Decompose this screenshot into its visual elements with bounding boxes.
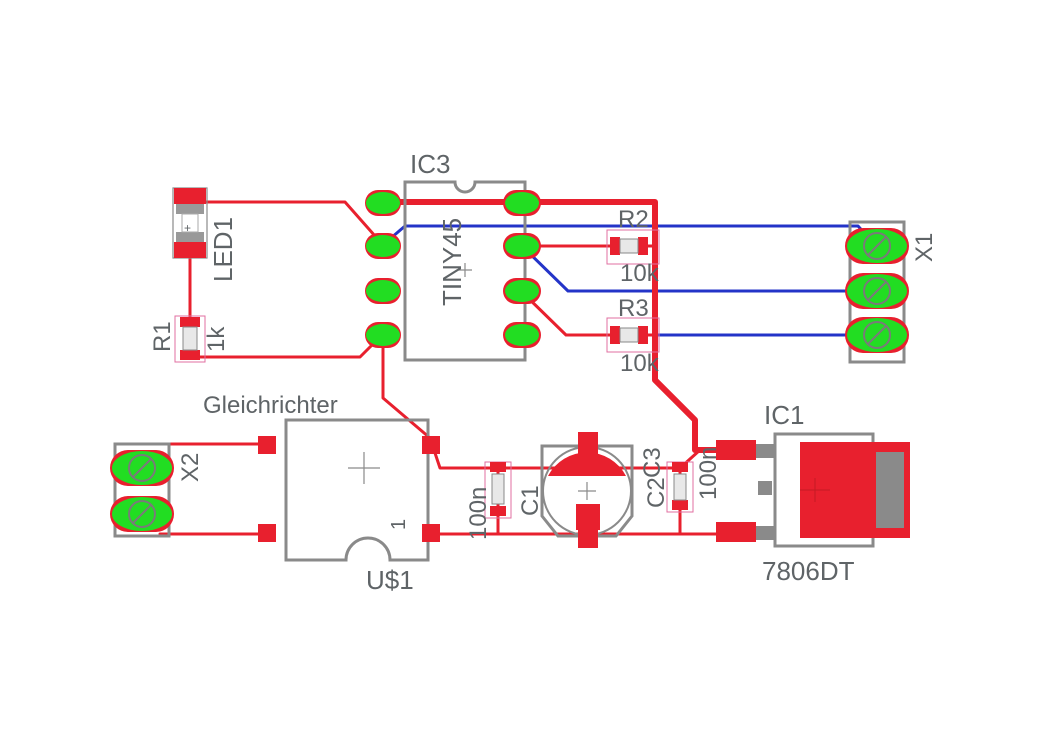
c3: C3 bbox=[540, 432, 666, 548]
r2-value: 10k bbox=[620, 260, 660, 287]
ic1-regulator: IC1 7806DT bbox=[716, 400, 910, 586]
r2-label: R2 bbox=[618, 206, 649, 233]
ic3: IC3 TINY45 bbox=[365, 149, 541, 362]
c2-label: C2 bbox=[643, 477, 670, 508]
x1-label: X1 bbox=[911, 233, 938, 262]
r3: R3 10k bbox=[606, 295, 660, 377]
ic3-value: TINY45 bbox=[437, 218, 467, 306]
rectifier-label: Gleichrichter bbox=[203, 392, 338, 419]
x2-label: X2 bbox=[177, 453, 204, 482]
ic3-pads bbox=[365, 190, 541, 348]
ic3-label: IC3 bbox=[410, 149, 450, 179]
r2: R2 10k bbox=[606, 206, 660, 287]
rectifier-pin1-mark: 1 bbox=[388, 519, 410, 530]
c1-label: C1 bbox=[517, 485, 544, 516]
ic1-label: IC1 bbox=[764, 400, 804, 430]
rectifier-u1: Gleichrichter U$1 1 bbox=[203, 392, 440, 595]
c3-label: C3 bbox=[639, 447, 666, 478]
c1-value: 100n bbox=[465, 487, 492, 540]
c1: 100n C1 bbox=[465, 461, 544, 540]
r1: R1 1k bbox=[149, 315, 230, 363]
x2: X2 bbox=[110, 442, 204, 538]
c2: C2 100n bbox=[643, 447, 722, 513]
led1: + LED1 bbox=[172, 187, 238, 282]
r1-value: 1k bbox=[203, 326, 230, 352]
r3-value: 10k bbox=[620, 350, 660, 377]
r3-label: R3 bbox=[618, 295, 649, 322]
r1-label: R1 bbox=[149, 321, 176, 352]
rectifier-name: U$1 bbox=[366, 565, 414, 595]
led1-label: LED1 bbox=[208, 217, 238, 282]
led1-polarity-mark: + bbox=[184, 221, 191, 235]
ic1-value: 7806DT bbox=[762, 556, 855, 586]
x1: X1 bbox=[845, 220, 938, 364]
